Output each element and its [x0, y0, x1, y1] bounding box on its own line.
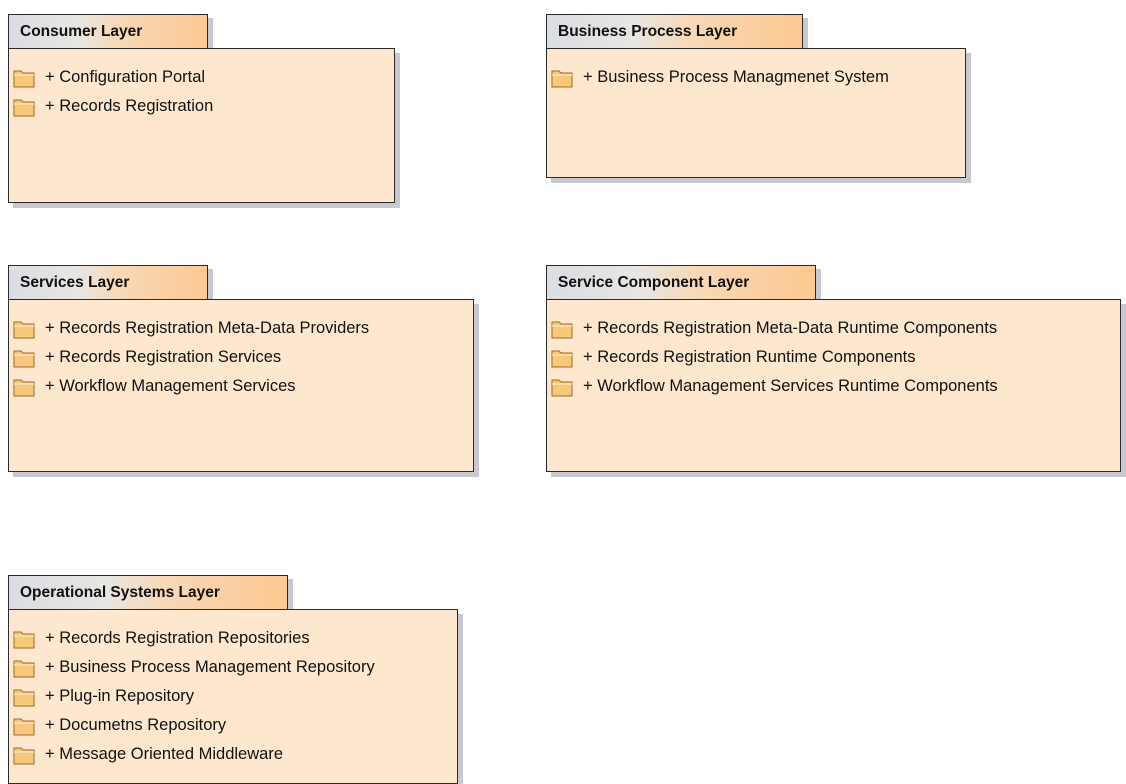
- folder-icon: [13, 660, 35, 677]
- item-label: + Workflow Management Services: [45, 377, 296, 396]
- package-tab: Operational Systems Layer: [8, 575, 288, 609]
- package-title: Service Component Layer: [558, 274, 750, 291]
- package-item[interactable]: + Records Registration Meta-Data Provide…: [9, 314, 473, 343]
- item-label: + Business Process Management Repository: [45, 658, 375, 677]
- item-label: + Records Registration: [45, 97, 214, 116]
- package-item[interactable]: + Message Oriented Middleware: [9, 740, 457, 769]
- package-title: Operational Systems Layer: [20, 584, 220, 601]
- package-title: Business Process Layer: [558, 23, 738, 40]
- folder-icon: [13, 350, 35, 367]
- item-label: + Records Registration Repositories: [45, 629, 310, 648]
- package-item[interactable]: + Records Registration Runtime Component…: [547, 343, 1120, 372]
- package-item[interactable]: + Configuration Portal: [9, 63, 394, 92]
- folder-icon: [13, 70, 35, 87]
- item-label: + Documetns Repository: [45, 716, 227, 735]
- folder-icon: [551, 350, 573, 367]
- package-item[interactable]: + Business Process Managmenet System: [547, 63, 965, 92]
- item-label: + Records Registration Services: [45, 348, 282, 367]
- package-tab: Services Layer: [8, 265, 208, 299]
- package-title: Services Layer: [20, 274, 130, 291]
- package-item[interactable]: + Workflow Management Services Runtime C…: [547, 372, 1120, 401]
- package-tab: Business Process Layer: [546, 14, 803, 48]
- package-tab: Consumer Layer: [8, 14, 208, 48]
- package-item[interactable]: + Documetns Repository: [9, 711, 457, 740]
- folder-icon: [551, 379, 573, 396]
- item-label: + Records Registration Meta-Data Runtime…: [583, 319, 998, 338]
- package-item[interactable]: + Records Registration Meta-Data Runtime…: [547, 314, 1120, 343]
- folder-icon: [13, 631, 35, 648]
- item-label: + Plug-in Repository: [45, 687, 195, 706]
- package-item[interactable]: + Plug-in Repository: [9, 682, 457, 711]
- folder-icon: [13, 321, 35, 338]
- folder-icon: [551, 321, 573, 338]
- item-label: + Configuration Portal: [45, 68, 206, 87]
- folder-icon: [13, 379, 35, 396]
- package-item[interactable]: + Records Registration Repositories: [9, 624, 457, 653]
- item-label: + Records Registration Runtime Component…: [583, 348, 916, 367]
- item-label: + Workflow Management Services Runtime C…: [583, 377, 998, 396]
- folder-icon: [13, 718, 35, 735]
- package-item[interactable]: + Records Registration: [9, 92, 394, 121]
- folder-icon: [13, 689, 35, 706]
- item-label: + Message Oriented Middleware: [45, 745, 283, 764]
- item-label: + Business Process Managmenet System: [583, 68, 889, 87]
- package-body: + Records Registration Meta-Data Runtime…: [546, 299, 1121, 472]
- package-body: + Configuration Portal + Records Registr…: [8, 48, 395, 203]
- folder-icon: [13, 747, 35, 764]
- package-item[interactable]: + Business Process Management Repository: [9, 653, 457, 682]
- folder-icon: [551, 70, 573, 87]
- package-body: + Records Registration Meta-Data Provide…: [8, 299, 474, 472]
- package-item[interactable]: + Records Registration Services: [9, 343, 473, 372]
- item-label: + Records Registration Meta-Data Provide…: [45, 319, 370, 338]
- package-item[interactable]: + Workflow Management Services: [9, 372, 473, 401]
- folder-icon: [13, 99, 35, 116]
- package-title: Consumer Layer: [20, 23, 143, 40]
- package-tab: Service Component Layer: [546, 265, 816, 299]
- package-body: + Business Process Managmenet System: [546, 48, 966, 178]
- package-body: + Records Registration Repositories + Bu…: [8, 609, 458, 784]
